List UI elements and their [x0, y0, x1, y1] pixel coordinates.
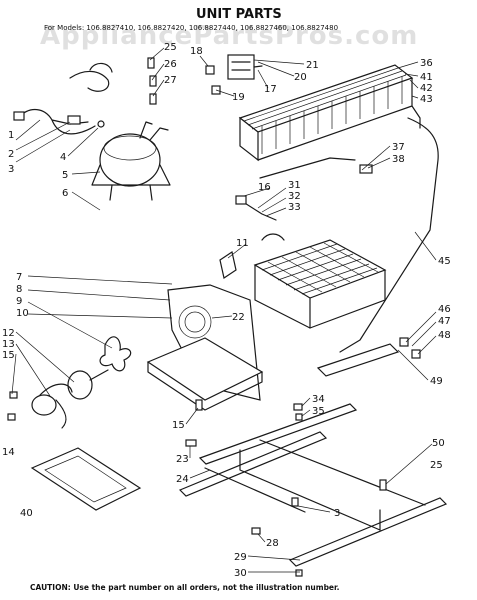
base-pan-part — [146, 337, 264, 411]
callout-35: 35 — [312, 406, 325, 417]
callout-3-bottom: 3 — [334, 508, 340, 519]
callout-40: 40 — [20, 508, 33, 519]
valve-parts — [147, 57, 221, 105]
relay-part — [227, 54, 263, 80]
callout-46: 46 — [438, 304, 451, 315]
watermark-text: AppliancePartsPros.com — [40, 21, 418, 51]
callout-32: 32 — [288, 191, 301, 202]
condenser-coil-part — [238, 64, 421, 162]
bracket-part — [219, 251, 237, 279]
callout-25: 25 — [164, 42, 177, 53]
callout-37: 37 — [392, 142, 405, 153]
model-line: For Models: 106.8827410, 106.8827420, 10… — [44, 24, 338, 32]
callout-19: 19 — [232, 92, 245, 103]
callout-27: 27 — [164, 75, 177, 86]
callout-41: 41 — [420, 72, 433, 83]
tube-assembly-part — [235, 164, 373, 221]
callout-24: 24 — [176, 474, 189, 485]
callout-47: 47 — [438, 316, 451, 327]
diagram-title: UNIT PARTS — [196, 7, 282, 22]
callout-14: 14 — [2, 447, 15, 458]
callout-50: 50 — [432, 438, 445, 449]
callout-38: 38 — [392, 154, 405, 165]
callout-22: 22 — [232, 312, 245, 323]
callout-15-bottom: 15 — [172, 420, 185, 431]
callout-4: 4 — [60, 152, 66, 163]
callout-17: 17 — [264, 84, 277, 95]
callout-33: 33 — [288, 202, 301, 213]
callout-5: 5 — [62, 170, 68, 181]
compressor-part — [91, 121, 171, 201]
callout-12: 12 — [2, 328, 15, 339]
callout-36: 36 — [420, 58, 433, 69]
screw-parts — [195, 399, 303, 577]
evaporator-coil-part — [253, 233, 387, 329]
callout-8: 8 — [16, 284, 22, 295]
frame-rails-part — [178, 403, 448, 567]
callout-20: 20 — [294, 72, 307, 83]
callout-45: 45 — [438, 256, 451, 267]
callout-21: 21 — [306, 60, 319, 71]
caution-note: CAUTION: Use the part number on all orde… — [30, 583, 340, 592]
callout-48: 48 — [438, 330, 451, 341]
callout-25-right: 25 — [430, 460, 443, 471]
right-bracket-part — [316, 337, 421, 377]
callout-43: 43 — [420, 94, 433, 105]
callout-42: 42 — [420, 83, 433, 94]
callout-10: 10 — [16, 308, 29, 319]
callout-2: 2 — [8, 149, 14, 160]
callout-11: 11 — [236, 238, 249, 249]
callout-18: 18 — [190, 46, 203, 57]
callout-numbers: 1 2 3 4 5 6 7 8 9 10 11 12 13 14 15 15 1… — [2, 42, 451, 579]
callout-29: 29 — [234, 552, 247, 563]
callout-26: 26 — [164, 59, 177, 70]
callout-23: 23 — [176, 454, 189, 465]
callout-6: 6 — [62, 188, 68, 199]
callout-28: 28 — [266, 538, 279, 549]
callout-13: 13 — [2, 339, 15, 350]
wire-harness-part — [13, 62, 113, 135]
callout-15-left: 15 — [2, 350, 15, 361]
leader-lines — [11, 47, 437, 573]
callout-3: 3 — [8, 164, 14, 175]
capillary-tube-part — [259, 117, 439, 353]
callout-9: 9 — [16, 296, 22, 307]
callout-34: 34 — [312, 394, 325, 405]
callout-31: 31 — [288, 180, 301, 191]
callout-49: 49 — [430, 376, 443, 387]
fan-motor-part — [7, 336, 132, 429]
callout-30: 30 — [234, 568, 247, 579]
callout-16: 16 — [258, 182, 271, 193]
callout-1: 1 — [8, 130, 14, 141]
callout-7: 7 — [16, 272, 22, 283]
drain-pan-part — [30, 447, 142, 511]
